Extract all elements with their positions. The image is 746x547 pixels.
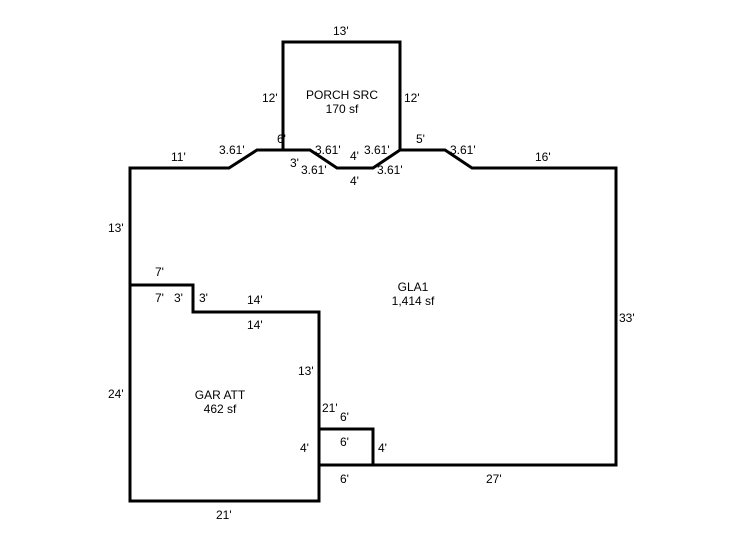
dim-small-porch-right: 4'	[378, 441, 387, 455]
dim-gla-inner-flat-top: 4'	[350, 149, 359, 163]
dim-gla-bevel-right: 3.61'	[450, 143, 476, 157]
dim-gar-right-lower: 21'	[322, 401, 338, 415]
dim-gla-step-left: 3'	[290, 156, 299, 170]
dim-gla-inner-bevel-right-bottom: 3.61'	[377, 163, 403, 177]
dim-gla-left: 13'	[108, 221, 124, 235]
dim-gar-mid-inner: 14'	[247, 318, 263, 332]
dim-porch-bottom: 6'	[277, 132, 286, 146]
dim-gla-inner-flat-bottom: 4'	[350, 174, 359, 188]
dim-gar-left: 24'	[108, 387, 124, 401]
gla-name: GLA1	[398, 280, 429, 294]
dim-gar-right-upper: 13'	[298, 364, 314, 378]
dim-gla-inner-bevel-right-top: 3.61'	[364, 143, 390, 157]
dim-gar-step-inner: 3'	[174, 291, 183, 305]
dim-gar-top-inner: 7'	[155, 291, 164, 305]
porch-top-size: 170 sf	[326, 102, 359, 116]
dim-porch-top-width: 13'	[333, 24, 349, 38]
porch-top-name: PORCH SRC	[306, 88, 378, 102]
dim-small-porch-top: 6'	[340, 410, 349, 424]
dim-porch-right: 12'	[404, 91, 420, 105]
garage-size: 462 sf	[204, 402, 237, 416]
dim-gla-inner-bevel-left-bottom: 3.61'	[301, 163, 327, 177]
gla-size: 1,414 sf	[392, 294, 435, 308]
dim-gla-bottom: 27'	[486, 472, 502, 486]
dim-small-porch-bottom: 6'	[340, 472, 349, 486]
garage-outline	[128, 283, 321, 503]
dim-porch-left: 12'	[262, 91, 278, 105]
dim-gla-right: 33'	[619, 311, 635, 325]
dim-gar-mid-outer: 14'	[247, 293, 263, 307]
dim-gla-top-right: 16'	[535, 150, 551, 164]
garage-name: GAR ATT	[195, 388, 246, 402]
dim-small-porch-top-inner: 6'	[340, 435, 349, 449]
dim-gar-step-outer: 3'	[199, 291, 208, 305]
porch-top-outline	[281, 40, 402, 152]
dim-gla-bevel-left: 3.61'	[219, 143, 245, 157]
dim-gla-top-right-short: 5'	[416, 132, 425, 146]
small-porch-outline	[317, 427, 375, 467]
dim-gar-top-outer: 7'	[155, 265, 164, 279]
dim-gla-inner-bevel-left-top: 3.61'	[315, 143, 341, 157]
dim-gla-top-left: 11'	[171, 150, 186, 164]
gla-outline	[128, 148, 618, 467]
dim-small-porch-left: 4'	[300, 441, 309, 455]
dim-gar-bottom: 21'	[216, 508, 232, 522]
